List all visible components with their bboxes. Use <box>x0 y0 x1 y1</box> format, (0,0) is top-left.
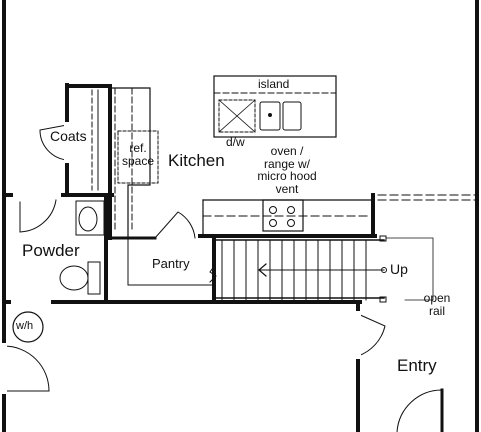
open-rail-line2: rail <box>428 303 445 318</box>
powder-door-swing <box>19 199 57 233</box>
kitchen-island <box>213 75 337 138</box>
powder-label: Powder <box>22 241 80 260</box>
dw-label: d/w <box>226 135 245 149</box>
range-line3: micro hood <box>257 169 317 184</box>
entry-closet-door-swing <box>357 313 386 357</box>
pantry-door-swing <box>154 211 196 239</box>
range-line2: range w/ <box>263 156 311 171</box>
coats-label: Coats <box>50 128 87 144</box>
open-rail-label: open rail <box>415 292 459 317</box>
open-rail-line1: open <box>423 291 451 305</box>
sink-left <box>259 101 281 131</box>
sink-right <box>282 101 302 131</box>
powder-vanity <box>75 200 105 236</box>
kitchen-label: Kitchen <box>168 151 225 170</box>
toilet-bowl <box>59 265 89 291</box>
range-cooktop <box>262 199 304 232</box>
front-door-swing <box>396 389 443 432</box>
toilet-tank <box>87 261 101 295</box>
refrigerator-space <box>117 130 159 184</box>
range-label: oven / range w/ micro hood vent <box>242 145 332 195</box>
island-label: island <box>258 77 290 91</box>
open-rail-leader <box>385 237 434 301</box>
pantry-label: Pantry <box>152 256 190 271</box>
ref-space-label: ref. space <box>118 142 158 167</box>
entry-label: Entry <box>397 356 437 375</box>
water-heater-label: w/h <box>16 320 34 332</box>
dishwasher <box>218 99 256 133</box>
lower-door-swing <box>3 345 50 392</box>
stairs-up-label: Up <box>390 261 408 277</box>
range-line4: vent <box>275 181 299 196</box>
kitchen-cabinets-left <box>109 87 151 239</box>
coats-door-swing <box>39 124 68 161</box>
ref-space-line1: ref. <box>129 141 147 155</box>
range-line1: oven / <box>270 144 304 158</box>
stair-up-arrow-head <box>258 263 267 277</box>
ref-space-line2: space <box>121 153 155 168</box>
kitchen-counter-range <box>202 199 374 237</box>
water-heater <box>12 311 44 343</box>
